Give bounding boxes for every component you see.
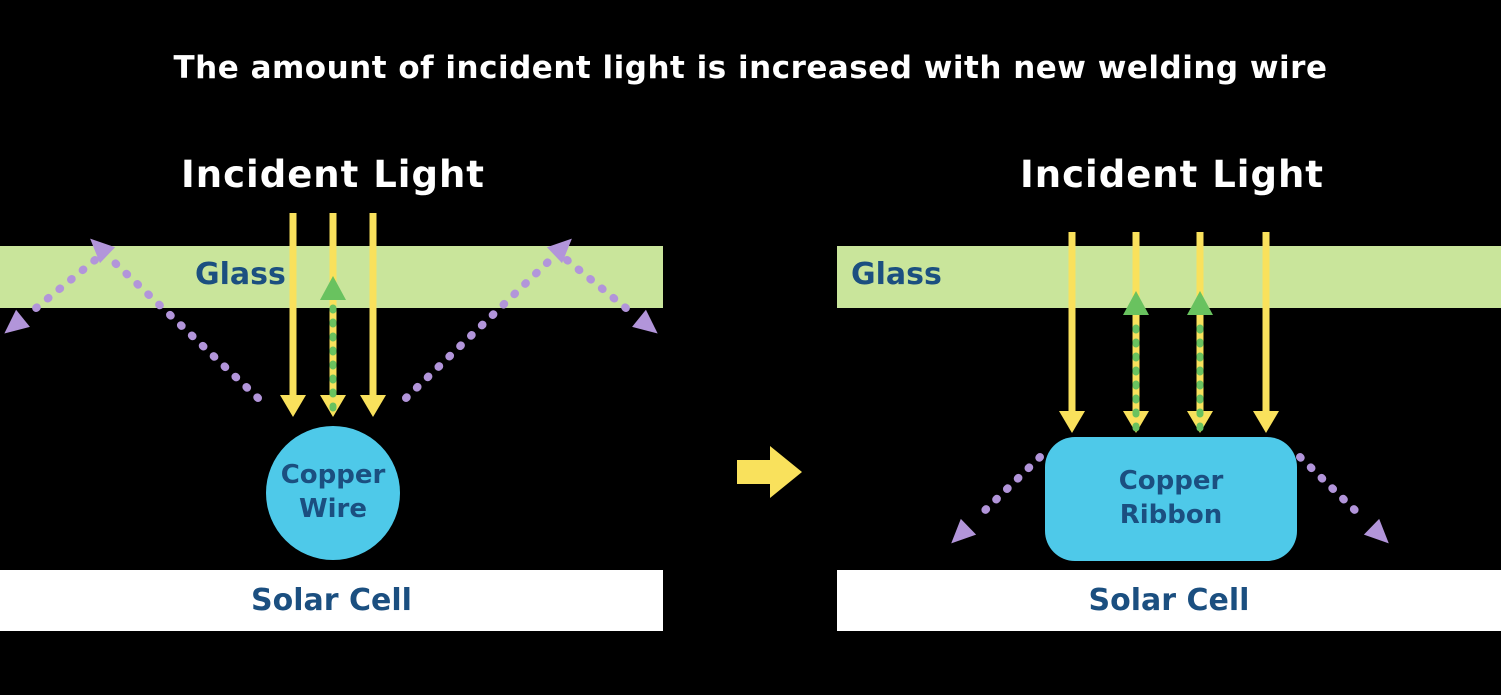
copper-ribbon-shape: Copper Ribbon [1045,437,1297,561]
right-solar-cell-band: Solar Cell [837,570,1501,631]
arrowhead-icon [632,309,658,334]
copper-wire-shape: Copper Wire [266,426,400,560]
copper-ribbon-label: Copper Ribbon [1118,466,1224,530]
arrowhead-icon [1363,518,1389,544]
arrowhead-down-icon [360,395,386,417]
right-reflected-ray-arrows [1123,291,1213,432]
arrowhead-down-icon [320,395,346,417]
arrowhead-down-icon [280,395,306,417]
scattered-ray [1296,453,1368,523]
left-glass-band: Glass [0,246,663,308]
left-glass-label: Glass [195,257,286,292]
left-incident-light-label: Incident Light [181,153,485,196]
left-solar-cell-label: Solar Cell [251,583,412,618]
right-solar-cell-label: Solar Cell [1088,583,1250,618]
arrowhead-down-icon [1187,411,1213,433]
arrowhead-icon [4,309,30,334]
left-solar-cell-band: Solar Cell [0,570,663,631]
copper-wire-label: Copper Wire [280,460,386,524]
transition-arrow [737,446,802,498]
right-arrow-icon [737,446,802,498]
arrowhead-down-icon [1059,411,1085,433]
right-incident-light-label: Incident Light [1020,153,1324,196]
right-glass-label: Glass [851,257,942,292]
diagram-title: The amount of incident light is increase… [173,50,1328,86]
left-incident-ray-arrows [280,213,386,417]
arrowhead-down-icon [1123,411,1149,433]
arrowhead-down-icon [1253,411,1279,433]
scattered-ray [972,453,1044,523]
arrowhead-icon [951,518,977,544]
right-glass-band: Glass [837,246,1501,308]
